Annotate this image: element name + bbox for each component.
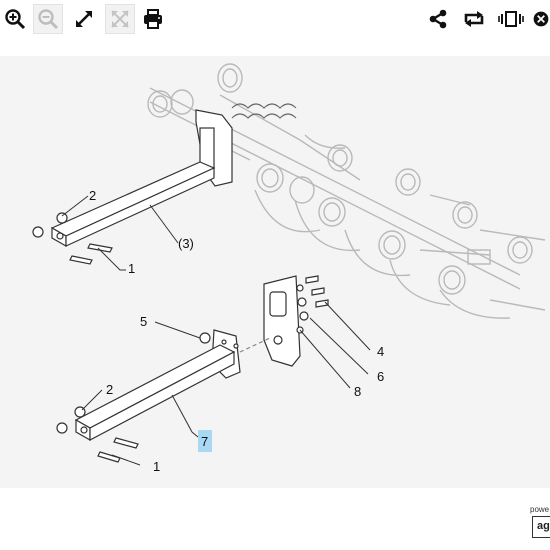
parts-diagram-viewer[interactable]: 2 (3) 1 5 4 6 8 2 7 1 <box>0 56 550 488</box>
callout-label[interactable]: 7 <box>201 434 208 449</box>
background-rotor-drawing <box>147 63 546 319</box>
parts-diagram: 2 (3) 1 5 4 6 8 2 7 1 <box>32 63 546 474</box>
callout-labels: 2 (3) 1 5 4 6 8 2 7 1 <box>89 188 384 474</box>
printer-icon <box>144 9 162 29</box>
brand-logo[interactable]: ag <box>532 516 550 538</box>
callout-label[interactable]: 2 <box>106 382 113 397</box>
callout-highlight <box>198 430 212 452</box>
callout-label[interactable]: 8 <box>354 384 361 399</box>
view-mode-icon <box>498 11 524 27</box>
zoom-in-icon <box>5 9 26 30</box>
callout-label[interactable]: 1 <box>153 459 160 474</box>
close-button[interactable] <box>532 4 550 34</box>
expand-icon <box>76 11 92 27</box>
view-mode-button[interactable] <box>496 4 526 34</box>
callout-label[interactable]: 6 <box>377 369 384 384</box>
zoom-out-icon <box>38 9 59 30</box>
powered-by-label: powe <box>530 505 550 514</box>
rotate-button[interactable] <box>459 4 489 34</box>
callout-label[interactable]: 1 <box>128 261 135 276</box>
upper-arm-assembly <box>32 103 297 265</box>
fit-button[interactable] <box>105 4 135 34</box>
zoom-out-button[interactable] <box>33 4 63 34</box>
share-button[interactable] <box>423 4 453 34</box>
share-icon <box>429 9 447 29</box>
zoom-in-button[interactable] <box>0 4 30 34</box>
toolbar <box>0 0 550 42</box>
callout-label[interactable]: (3) <box>178 236 194 251</box>
print-button[interactable] <box>138 4 168 34</box>
close-icon <box>533 11 549 27</box>
expand-button[interactable] <box>69 4 99 34</box>
callout-label[interactable]: 2 <box>89 188 96 203</box>
callout-label[interactable]: 4 <box>377 344 384 359</box>
leader-lines <box>61 195 371 466</box>
callout-label[interactable]: 5 <box>140 314 147 329</box>
fit-icon <box>111 10 129 28</box>
lower-arm-assembly <box>56 275 329 463</box>
rotate-icon <box>464 11 484 27</box>
